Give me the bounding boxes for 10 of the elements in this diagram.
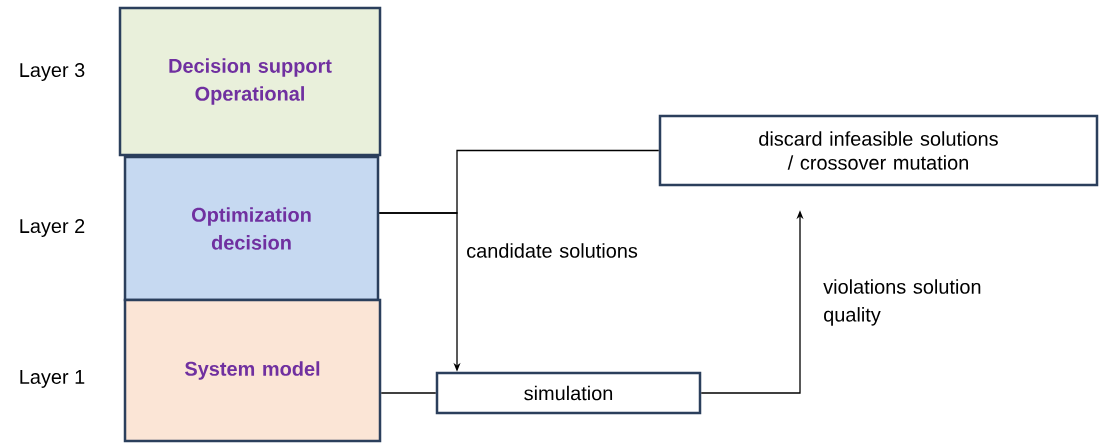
- edge-label: candidate solutions: [467, 243, 638, 258]
- layer-label: Layer 1: [20, 370, 85, 388]
- layer-box: Decision support Operational: [118, 6, 382, 157]
- process-box: discard infeasible solutions / crossover mutation: [658, 114, 1099, 187]
- layer-box: Optimization decision: [123, 155, 380, 302]
- layer-label: Layer 2: [20, 218, 85, 237]
- layer-box: System model: [123, 298, 382, 443]
- edge-label: violations solution quality: [823, 279, 981, 326]
- layer-label: Layer 3: [20, 63, 85, 81]
- process-box: simulation: [435, 371, 702, 415]
